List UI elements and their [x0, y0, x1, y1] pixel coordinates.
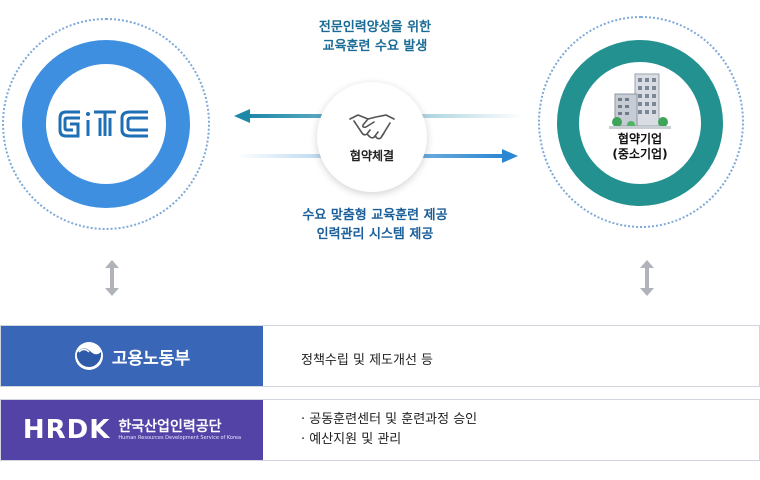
gitc-logo-icon: [58, 110, 148, 138]
moel-band: 고용노동부 정책수립 및 제도개선 등: [0, 325, 760, 387]
hrdk-band: HRDK 한국산업인력공단 Human Resources Developmen…: [0, 399, 760, 461]
agreement-circle: 협약체결: [317, 82, 427, 192]
hrdk-name-block: 한국산업인력공단 Human Resources Development Ser…: [118, 419, 241, 442]
bottom-caption-line1: 수요 맞춤형 교육훈련 제공: [302, 208, 448, 223]
hrdk-description: · 공동훈련센터 및 훈련과정 승인 · 예산지원 및 관리: [301, 410, 477, 450]
left-dotted-ring: [2, 18, 210, 230]
hrdk-subtitle: Human Resources Development Service of K…: [118, 434, 242, 441]
top-caption: 전문인력양성을 위한 교육훈련 수요 발생: [270, 18, 480, 56]
moel-description: 정책수립 및 제도개선 등: [301, 349, 433, 368]
top-caption-line2: 교육훈련 수요 발생: [322, 39, 428, 54]
right-vertical-arrow: [640, 260, 654, 296]
top-caption-line1: 전문인력양성을 위한: [318, 20, 432, 35]
hrdk-line-1: · 공동훈련센터 및 훈련과정 승인: [301, 412, 478, 427]
moel-name: 고용노동부: [111, 348, 191, 369]
right-dotted-ring: [538, 16, 744, 228]
company-container: 협약기업 (중소기업): [579, 62, 701, 184]
hrdk-name: 한국산업인력공단: [118, 418, 222, 435]
hrdk-logo-box: HRDK 한국산업인력공단 Human Resources Developmen…: [1, 400, 263, 460]
left-vertical-arrow: [105, 260, 119, 296]
handshake-icon: [349, 113, 395, 139]
hrdk-logo: HRDK: [22, 415, 111, 445]
bottom-caption: 수요 맞춤형 교육훈련 제공 인력관리 시스템 제공: [240, 206, 510, 244]
hrdk-line-2: · 예산지원 및 관리: [301, 432, 402, 447]
company-ring: 협약기업 (중소기업): [557, 40, 723, 206]
bottom-caption-line2: 인력관리 시스템 제공: [316, 227, 434, 242]
company-label-line1: 협약기업: [617, 132, 663, 146]
gitc-ring: [22, 40, 190, 208]
agreement-label: 협약체결: [349, 148, 395, 163]
moel-emblem-icon: [74, 342, 103, 370]
gitc-logo-container: [46, 64, 166, 184]
moel-line-1: 정책수립 및 제도개선 등: [301, 353, 433, 368]
company-label-line2: (중소기업): [612, 147, 668, 161]
moel-logo-box: 고용노동부: [1, 326, 263, 386]
buildings-icon: [609, 73, 671, 129]
